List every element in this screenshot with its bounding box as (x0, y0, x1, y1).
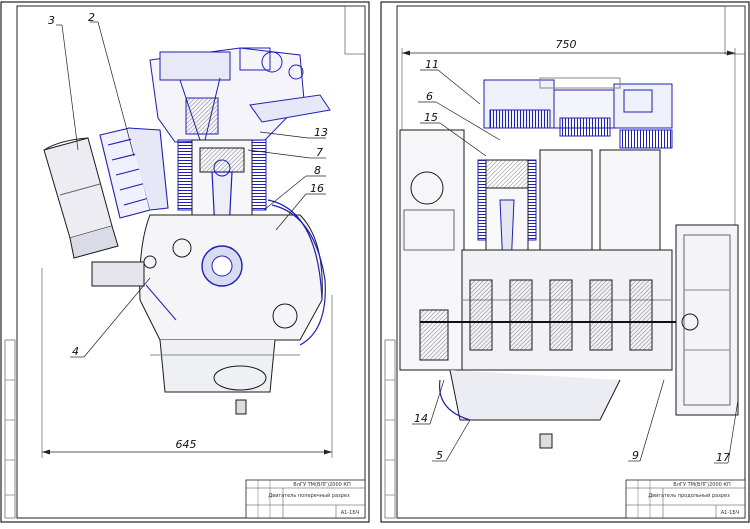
sheet-left: 645 (0, 1, 370, 523)
dimension-label-750: 750 (556, 38, 577, 51)
callout-6: 6 (426, 90, 433, 103)
callout-17: 17 (716, 451, 730, 464)
title-block-right-title: Двигатель продольный разрез (648, 492, 730, 499)
crankcase-block (420, 249, 690, 421)
callout-11: 11 (425, 58, 439, 71)
cooling-ribs-left (99, 127, 169, 219)
sheet-right-frame (396, 5, 746, 519)
callout-14: 14 (414, 412, 428, 425)
oil-pump (91, 255, 177, 321)
callout-9: 9 (632, 449, 639, 462)
callout-13: 13 (314, 126, 328, 139)
title-block-right-sheet: А1-1БЧ (721, 510, 739, 516)
right-casing (271, 204, 326, 346)
cylinder-heads (483, 77, 673, 149)
callout-16: 16 (310, 182, 324, 195)
sheet-left-corner-stamp (344, 5, 366, 55)
callout-15: 15 (424, 111, 438, 124)
callouts-left: 3 2 13 7 8 16 4 (48, 11, 328, 358)
title-block-left-title: Двигатель поперечный разрез (268, 492, 350, 499)
dimension-line-750: 750 (401, 38, 736, 230)
sheet-right-stamp-column (384, 339, 396, 519)
dimension-line-645: 645 (41, 268, 333, 458)
oil-filter-part (43, 137, 119, 259)
longitudinal-section-drawing (399, 77, 739, 449)
callouts-right: 11 6 15 14 5 9 17 (412, 58, 739, 464)
callout-4: 4 (72, 345, 79, 358)
crankcase (139, 199, 323, 415)
cross-section-drawing (43, 47, 331, 415)
callout-2: 2 (88, 11, 95, 24)
callout-5: 5 (436, 449, 443, 462)
title-block-right: ВлГУ ТМ(ВЛГ)2000 КП Двигатель продольный… (625, 479, 746, 519)
sheet-left-frame (16, 5, 366, 519)
sheet-left-stamp-column (4, 339, 16, 519)
title-block-right-org: ВлГУ ТМ(ВЛГ)2000 КП (673, 482, 731, 488)
fan-housing (675, 224, 739, 416)
sheet-right: 750 (380, 1, 750, 523)
title-block-left-org: ВлГУ ТМ(ВЛГ)2000 КП (293, 482, 351, 488)
dimension-label-645: 645 (176, 438, 197, 451)
title-block-left-sheet: А1-1БЧ (341, 510, 359, 516)
callout-7: 7 (316, 146, 323, 159)
title-block-left: ВлГУ ТМ(ВЛГ)2000 КП Двигатель поперечный… (245, 479, 366, 519)
callout-8: 8 (314, 164, 321, 177)
callout-3: 3 (48, 14, 55, 27)
cylinder-head (149, 47, 331, 143)
flywheel (399, 129, 465, 371)
